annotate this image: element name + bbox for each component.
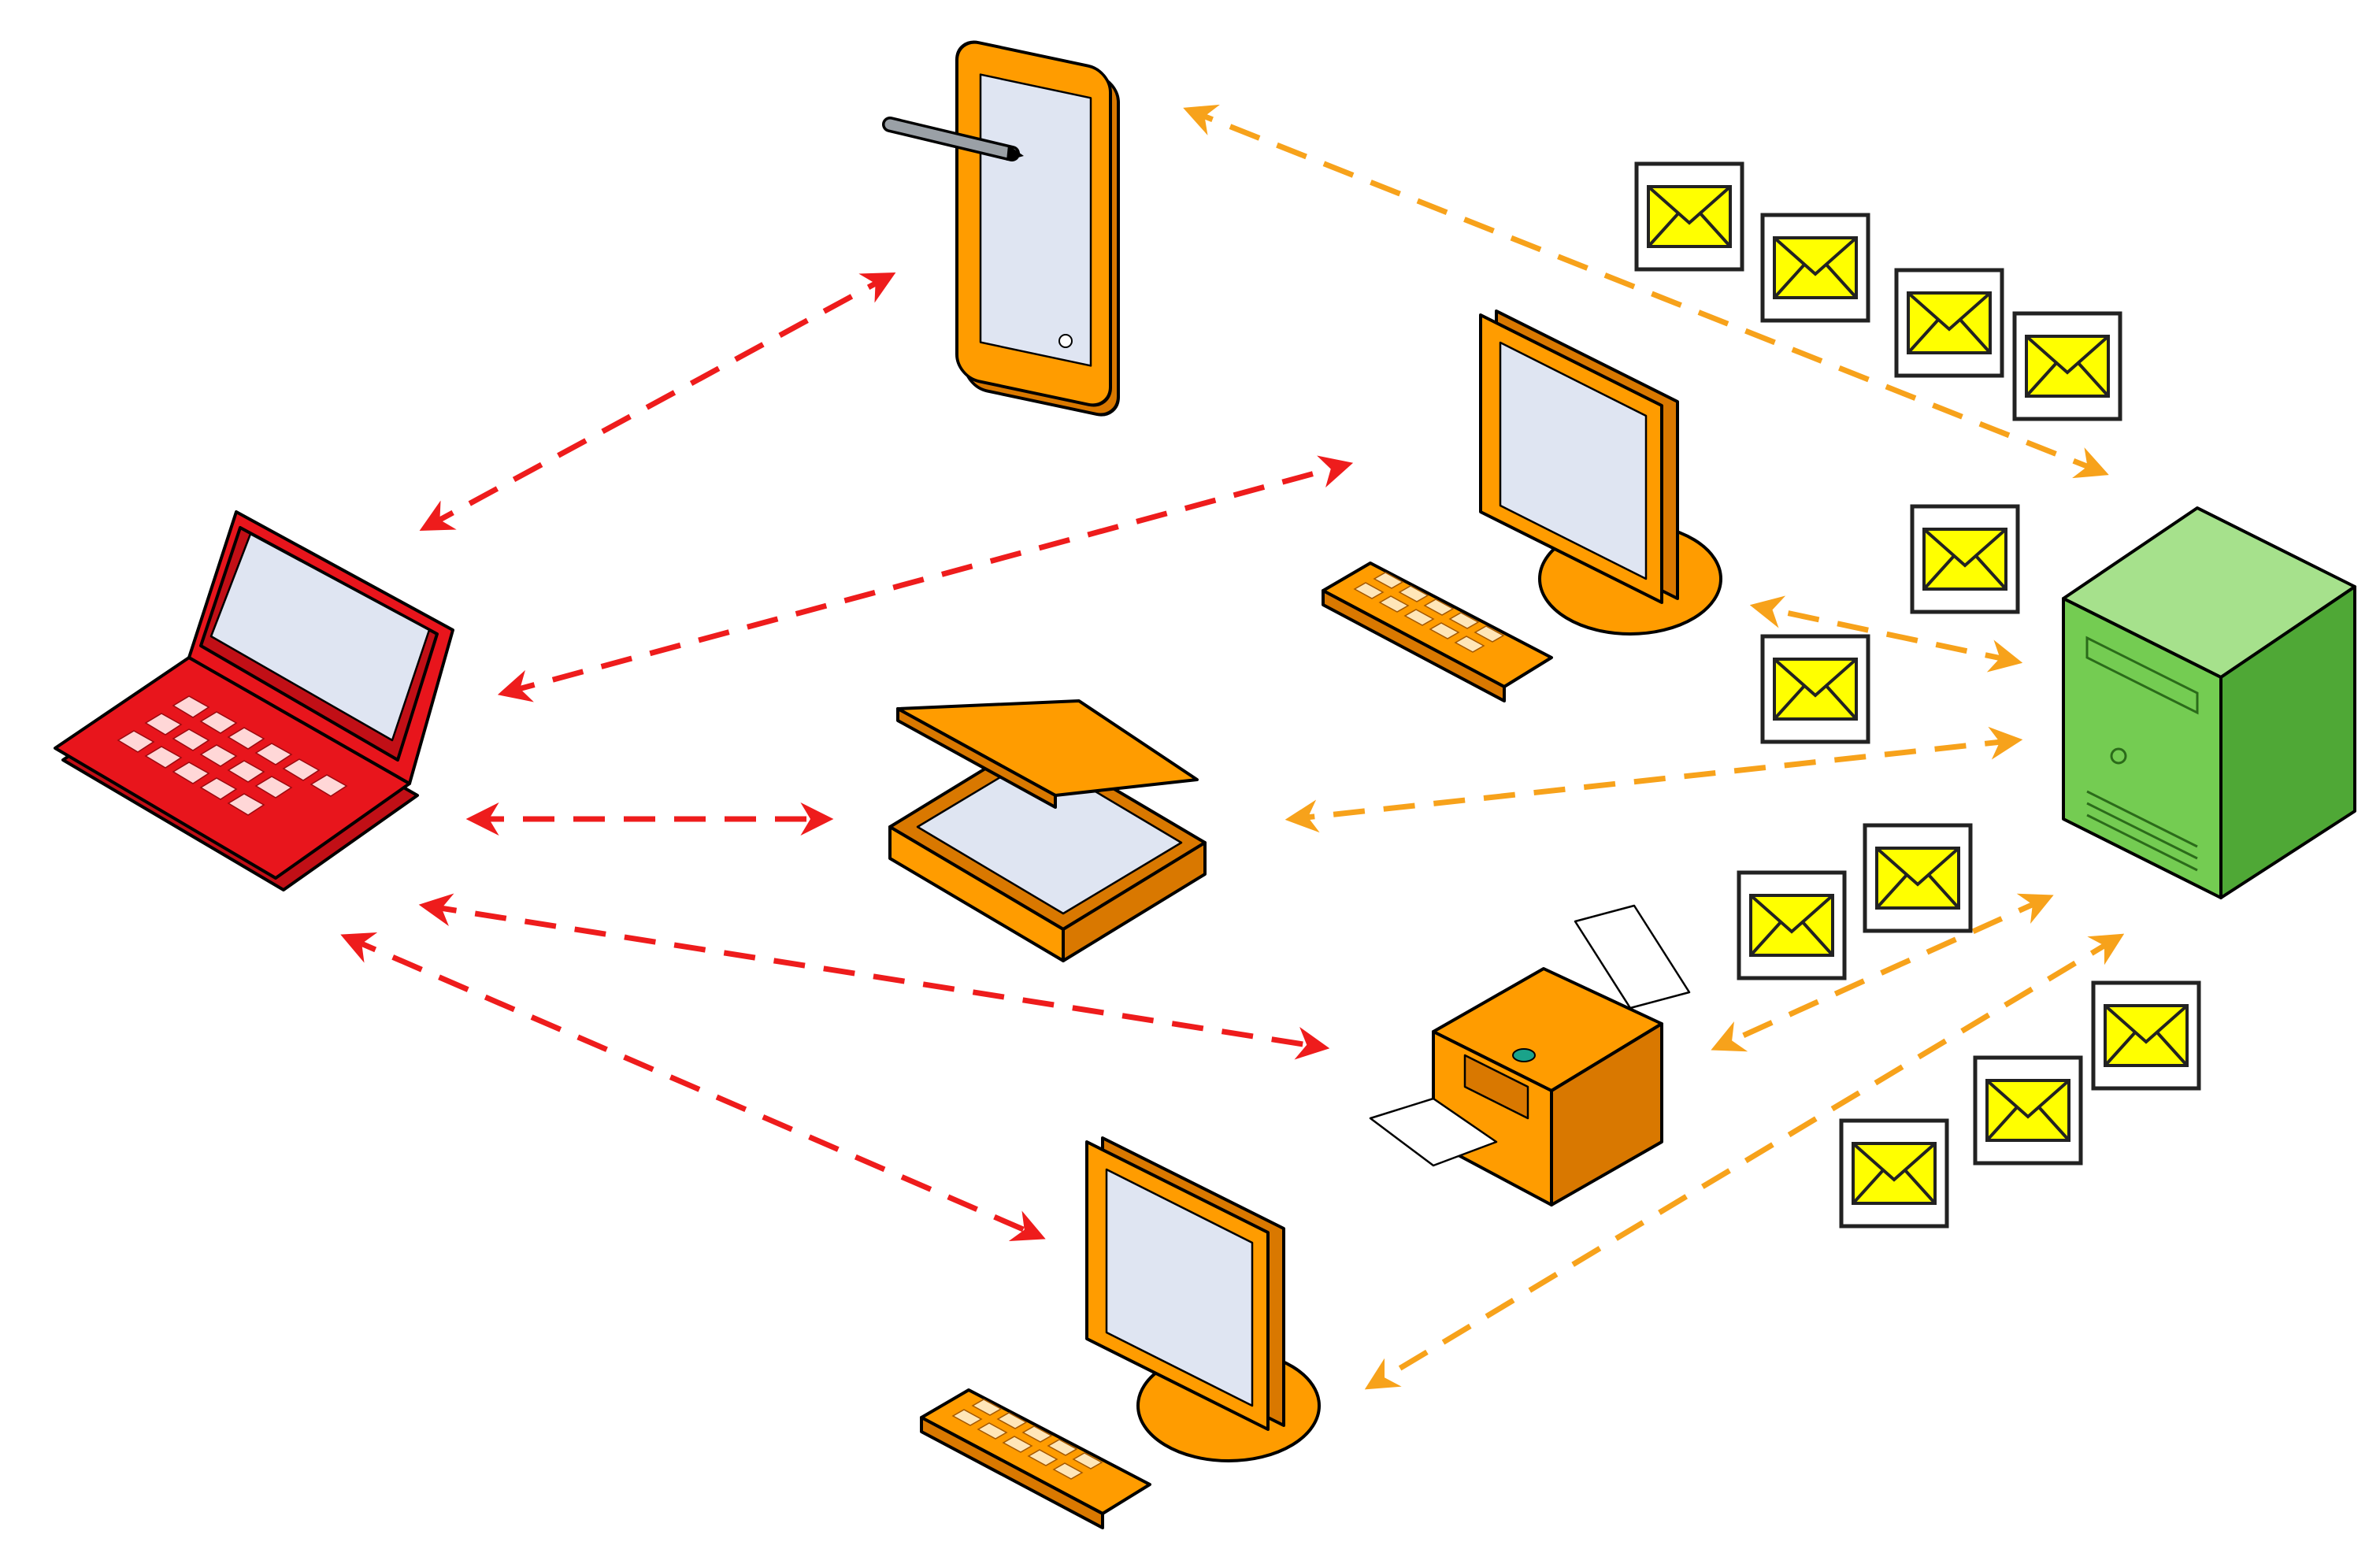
envelope-icon <box>1841 1121 1947 1226</box>
link-laptop-desktop-top <box>497 455 1354 702</box>
envelope-icon <box>1637 164 1742 269</box>
desktop-computer-icon <box>1322 309 1722 702</box>
tablet-icon <box>882 40 1120 417</box>
desktop-computer-icon <box>920 1136 1321 1529</box>
link-laptop-desktop-bottom <box>340 932 1046 1241</box>
printer-icon <box>1369 904 1691 1206</box>
server-tower-icon <box>2062 506 2356 899</box>
stylus-icon <box>882 117 1024 161</box>
envelope-icon <box>1975 1058 2081 1163</box>
envelope-icon <box>1912 506 2018 612</box>
envelope-icon <box>1763 636 1868 742</box>
envelope-icon <box>2093 983 2199 1088</box>
link-server-tablet <box>1183 104 2109 479</box>
envelope-icon <box>1739 873 1844 978</box>
laptop-icon <box>54 510 454 891</box>
scanner-icon <box>888 699 1207 962</box>
envelope-icon <box>1865 825 1970 931</box>
link-laptop-printer <box>418 893 1330 1060</box>
link-server-desktop-top <box>1749 595 2023 673</box>
envelope-icon <box>2015 313 2120 419</box>
link-server-desktop-bottom <box>1364 933 2125 1390</box>
envelope-icon <box>1896 270 2002 376</box>
envelope-icon <box>1763 215 1868 321</box>
connection-links <box>340 104 2125 1390</box>
link-server-scanner <box>1285 726 2023 833</box>
link-laptop-tablet <box>419 272 896 532</box>
